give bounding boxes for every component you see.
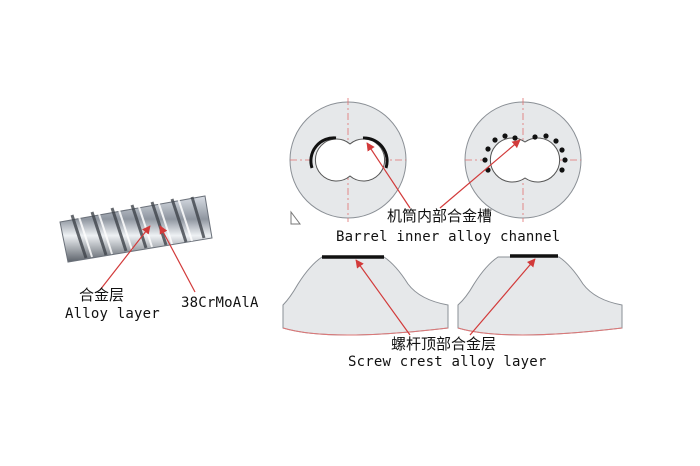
material-arrow: [159, 225, 196, 293]
crest-label-zh: 螺杆顶部合金层: [391, 335, 497, 353]
alloy-layer-label-zh: 合金层: [79, 286, 125, 304]
alloy-layer-arrow: [99, 225, 151, 291]
alloy-layer-label-en: Alloy layer: [65, 306, 160, 322]
crest-arrow-left: [355, 259, 411, 336]
barrel-label-en: Barrel inner alloy channel: [336, 229, 561, 245]
barrel-section-right: [464, 98, 582, 222]
screw-image: [59, 195, 213, 263]
barrel-section-left: [289, 98, 407, 222]
barrel-label-zh: 机筒内部合金槽: [387, 207, 493, 225]
screw-crest-left: [282, 255, 449, 336]
barrel-arrow-right: [439, 139, 521, 209]
crest-label-en: Screw crest alloy layer: [348, 354, 547, 370]
barrel-arrow-left: [366, 142, 411, 209]
material-label: 38CrMoAlA: [181, 295, 259, 311]
crest-arrow-right: [469, 258, 536, 336]
triangle-mark-icon: [290, 210, 301, 225]
screw-crest-right: [457, 254, 623, 336]
